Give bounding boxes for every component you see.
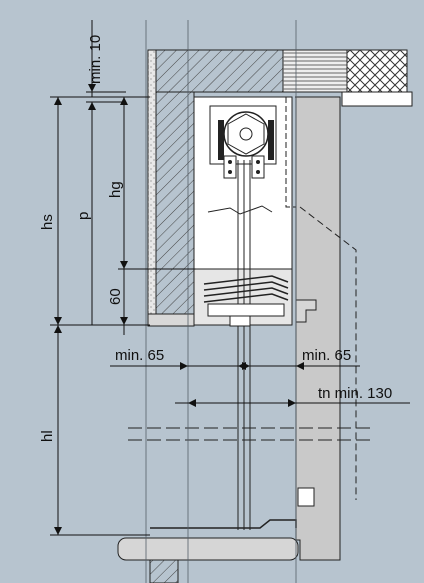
window-sill (117, 487, 315, 583)
roller-tube (207, 105, 277, 215)
label-min-10: min. 10 (87, 35, 104, 84)
ceiling-materials (154, 49, 413, 107)
guide-rail (237, 160, 251, 530)
label-hl: hl (39, 430, 56, 442)
label-tn-min-130: tn min. 130 (318, 385, 392, 402)
label-hg: hg (107, 181, 124, 198)
label-hs: hs (39, 214, 56, 230)
dimension-arrows (54, 84, 304, 535)
label-min-65-right: min. 65 (302, 347, 351, 364)
label-60: 60 (107, 288, 124, 305)
dimension-labels: min. 10 hs p hg 60 min. 65 min. 65 tn mi… (39, 35, 392, 442)
slat-stack (203, 275, 289, 327)
break-lines (128, 427, 372, 441)
guide-lines (145, 20, 297, 583)
label-p: p (75, 212, 92, 220)
label-min-65-left: min. 65 (115, 347, 164, 364)
